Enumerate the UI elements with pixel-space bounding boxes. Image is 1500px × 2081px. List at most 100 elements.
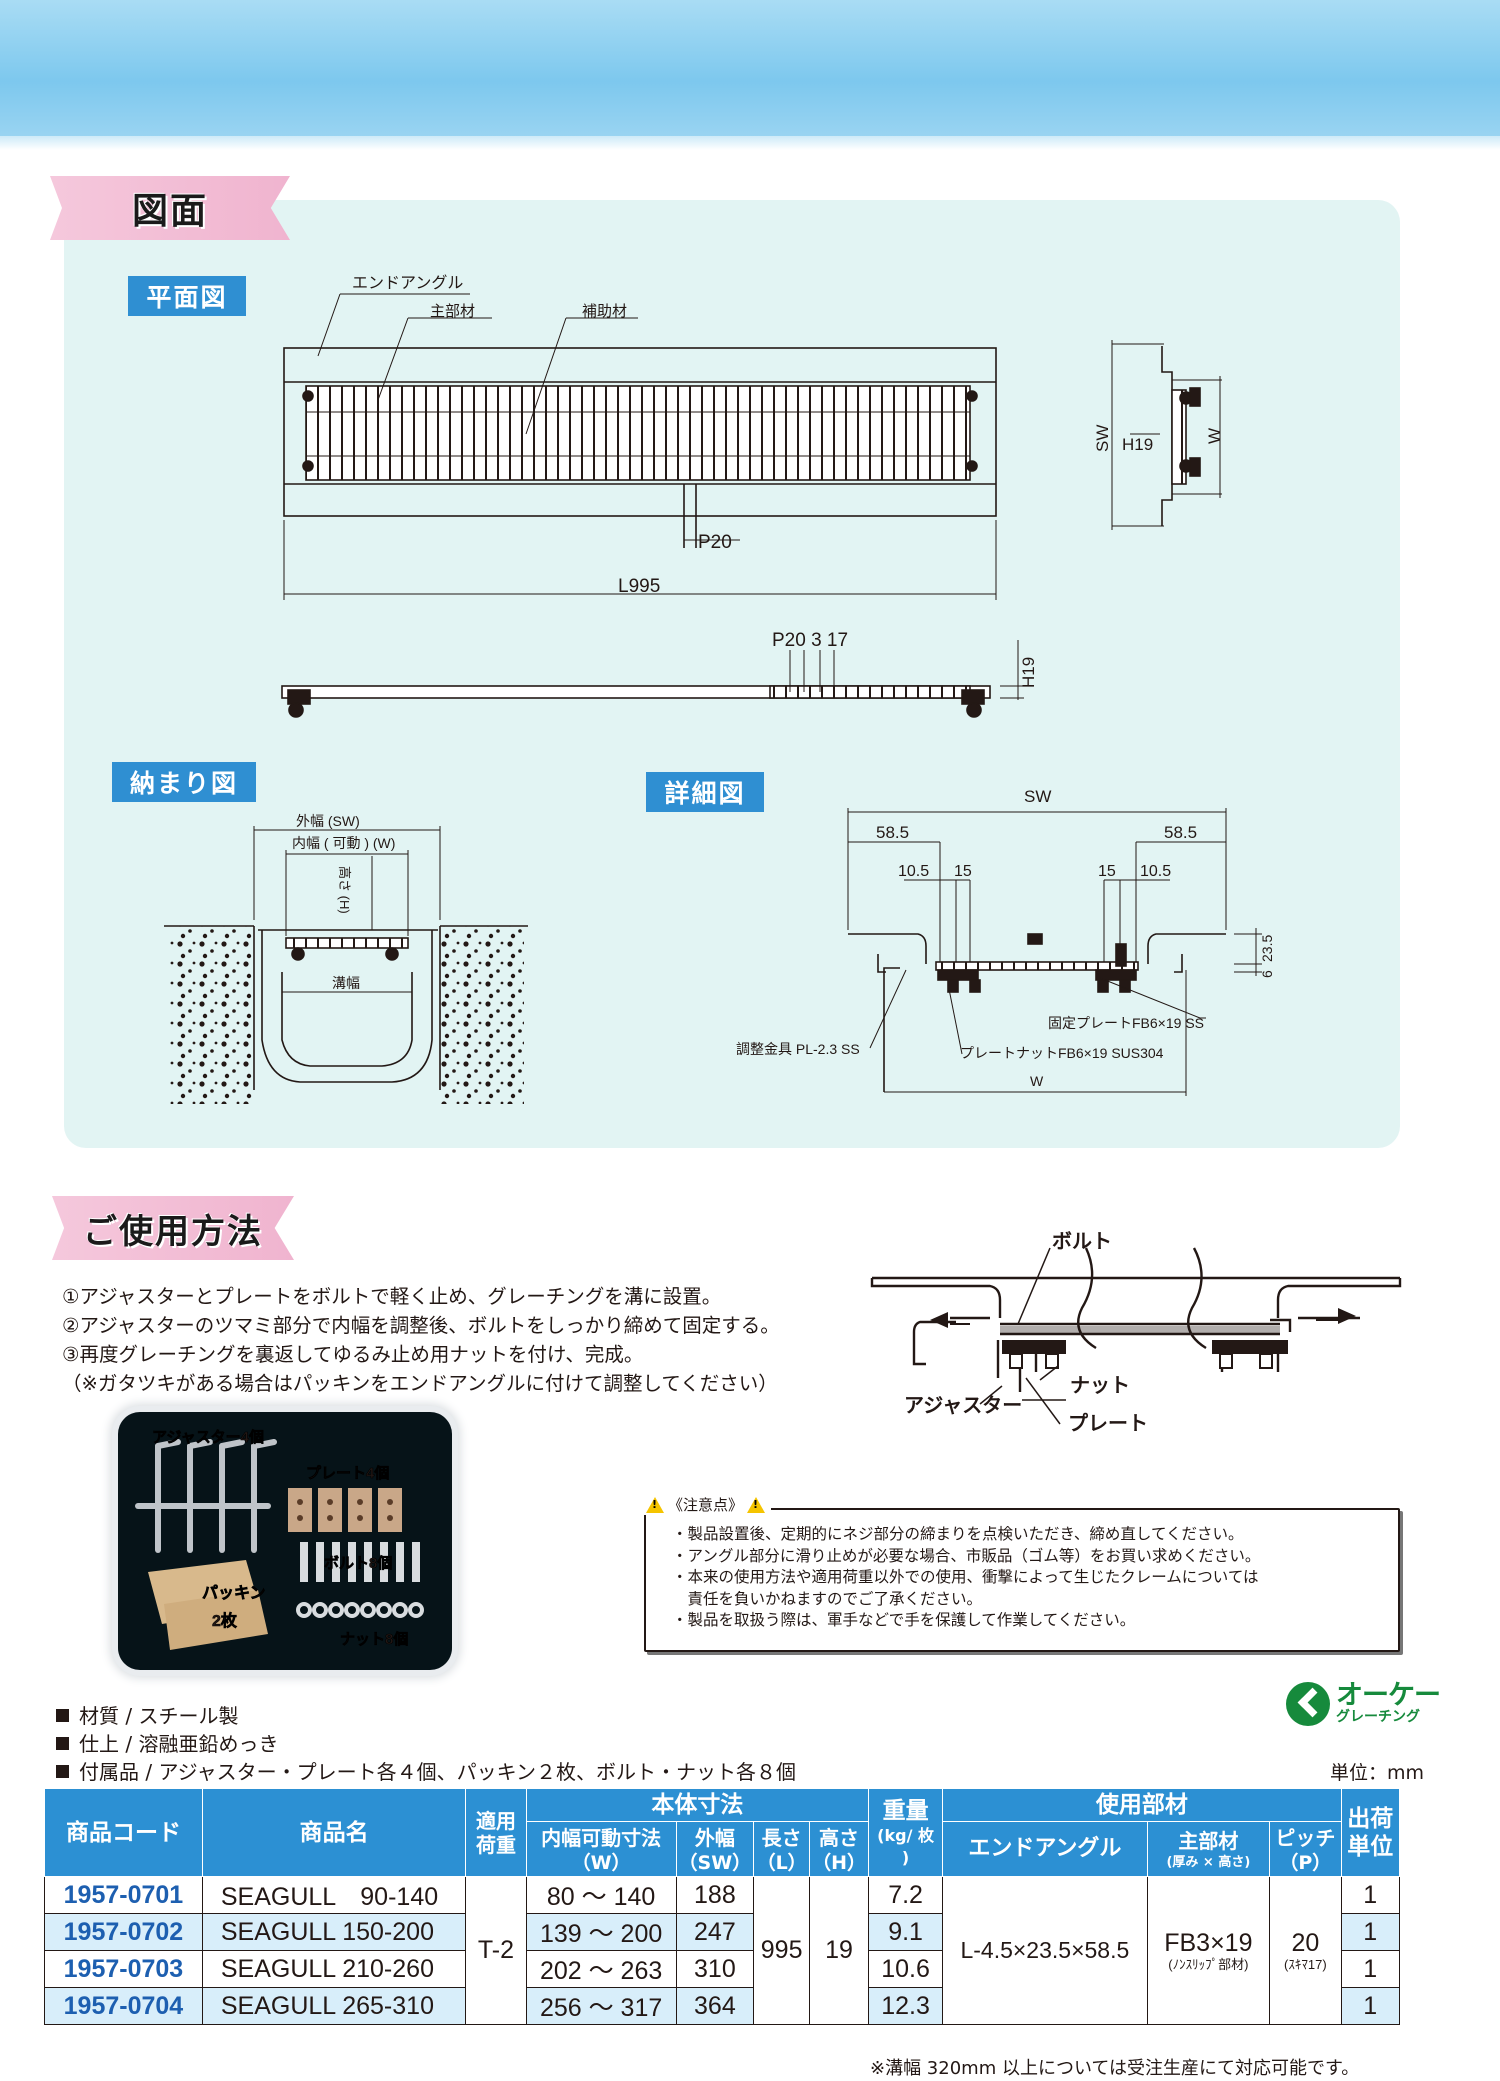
- detail-fixed-plate: 固定プレートFB6×19 SS: [1048, 1015, 1204, 1031]
- cell-length: 995: [753, 1876, 811, 2025]
- table-header-row: 商品コード 商品名 適用荷重 本体寸法 重量(kg/ 枚 ) 使用部材 出荷単位: [44, 1788, 1401, 1877]
- cell-inner: 80 ～ 140: [525, 1876, 677, 1914]
- th-inner: 内幅可動寸法（W）: [525, 1821, 677, 1877]
- photo-label-nut: ナット8個: [340, 1630, 408, 1648]
- bullet-square-icon: [56, 1709, 69, 1722]
- th-material: 使用部材: [942, 1788, 1342, 1822]
- bullet-square-icon: [56, 1737, 69, 1750]
- cell-name: SEAGULL 265-310: [201, 1987, 467, 2025]
- notice-item: 責任を負いかねますのでご了承ください。: [672, 1589, 983, 1608]
- label-outer-width: 外幅 (SW): [296, 813, 360, 829]
- tag-install-view: 納まり図: [112, 762, 256, 802]
- label-side-dims: P20 3 17: [772, 630, 848, 651]
- label-inner-width: 内幅 ( 可動 ) (W): [292, 835, 395, 851]
- cell-weight: 10.6: [867, 1950, 944, 1988]
- section-title-usage: ご使用方法: [83, 1211, 263, 1252]
- label-end-angle: エンドアングル: [352, 274, 463, 292]
- label-support: 補助材: [582, 303, 627, 320]
- label-pitch: P20: [698, 532, 732, 553]
- label-bolt: ボルト: [1052, 1230, 1112, 1253]
- cell-outer: 364: [675, 1987, 755, 2025]
- cell-ship: 1: [1340, 1913, 1401, 1951]
- spec-list: 材質 / スチール製 仕上 / 溶融亜鉛めっき 付属品 / アジャスター・プレー…: [56, 1702, 796, 1786]
- cell-inner: 256 ～ 317: [525, 1987, 677, 2025]
- th-load: 適用荷重: [465, 1788, 527, 1877]
- cell-ship: 1: [1340, 1950, 1401, 1988]
- photo-label-packing: パッキン: [202, 1584, 266, 1602]
- footnote: ※溝幅 320mm 以上については受注生産にて対応可能です。: [870, 2058, 1360, 2079]
- cell-code: 1957-0701: [44, 1876, 203, 1914]
- detail-plate-nut: プレートナットFB6×19 SUS304: [960, 1045, 1164, 1061]
- th-name: 商品名: [201, 1788, 467, 1877]
- section-ribbon-usage: ご使用方法: [52, 1196, 294, 1260]
- cell-name: SEAGULL 210-260: [201, 1950, 467, 1988]
- cross-section-drawing: [1111, 340, 1222, 530]
- technical-drawings: エンドアングル 主部材 補助材 P20 L995 SW H19 W: [164, 274, 1275, 1104]
- photo-label-adjuster: アジャスター4個: [152, 1428, 264, 1446]
- install-drawing: [164, 826, 528, 1104]
- notice-title: 《注意点》: [668, 1496, 744, 1514]
- notice-body: ・製品設置後、定期的にネジ部分の締まりを点検いただき、締め直してください。 ・ア…: [672, 1524, 1392, 1632]
- notice-item: ・製品設置後、定期的にネジ部分の締まりを点検いただき、締め直してください。: [672, 1525, 1244, 1543]
- th-weight: 重量(kg/ 枚 ): [867, 1788, 944, 1877]
- cell-weight: 12.3: [867, 1987, 944, 2025]
- cell-load: T-2: [465, 1876, 527, 2025]
- detail-d3: 10.5: [898, 863, 929, 880]
- cell-code: 1957-0704: [44, 1987, 203, 2025]
- accessory-photo-art: アジャスター4個 プレート4個 パッキン 2枚 ボルト8個 ナット8個: [135, 1428, 424, 1650]
- notice-item: ・製品を取扱う際は、軍手などで手を保護して作業してください。: [672, 1611, 1136, 1629]
- label-nut: ナット: [1070, 1375, 1130, 1397]
- notice-box: [644, 1508, 1400, 1652]
- cell-code: 1957-0703: [44, 1950, 203, 1988]
- cell-weight: 7.2: [867, 1876, 944, 1914]
- usage-step: ②アジャスターのツマミ部分で内幅を調整後、ボルトをしっかり締めて固定する。: [62, 1314, 780, 1337]
- side-elevation-drawing: [281, 640, 1024, 718]
- label-w-side: W: [1205, 428, 1224, 444]
- usage-steps: ①アジャスターとプレートをボルトで軽く止め、グレーチングを溝に設置。 ②アジャス…: [62, 1282, 882, 1398]
- cell-outer: 310: [675, 1950, 755, 1988]
- cell-ship: 1: [1340, 1987, 1401, 2025]
- cell-code: 1957-0702: [44, 1913, 203, 1951]
- cell-inner: 139 ～ 200: [525, 1913, 677, 1951]
- cell-inner: 202 ～ 263: [525, 1950, 677, 1988]
- th-body: 本体寸法: [525, 1788, 869, 1822]
- logo-text: オーケー: [1336, 1680, 1441, 1711]
- cell-name: SEAGULL 90-140: [201, 1876, 467, 1914]
- detail-d8: 6: [1259, 970, 1275, 978]
- drawing-panel: [64, 200, 1400, 1148]
- usage-step: （※ガタツキがある場合はパッキンをエンドアングルに付けて調整してください）: [62, 1372, 778, 1395]
- usage-step: ①アジャスターとプレートをボルトで軽く止め、グレーチングを溝に設置。: [62, 1285, 722, 1308]
- spec-item: 付属品 / アジャスター・プレート各４個、パッキン２枚、ボルト・ナット各８個: [56, 1758, 796, 1786]
- logo-subtext: グレーチング: [1336, 1709, 1420, 1725]
- label-height: 高さ (H): [337, 866, 352, 914]
- th-ship: 出荷単位: [1340, 1788, 1401, 1877]
- cell-weight: 9.1: [867, 1913, 944, 1951]
- spec-item: 仕上 / 溶融亜鉛めっき: [56, 1730, 796, 1758]
- usage-diagram: ボルト ナット アジャスター プレート: [870, 1230, 1402, 1435]
- brand-logo: オーケー グレーチング: [1286, 1680, 1441, 1726]
- label-trench: 溝幅: [332, 975, 360, 991]
- accessory-photo: アジャスター4個 プレート4個 パッキン 2枚 ボルト8個 ナット8個: [118, 1412, 452, 1670]
- th-end-angle: エンドアングル: [942, 1821, 1148, 1877]
- detail-adjuster: 調整金具 PL-2.3 SS: [736, 1041, 860, 1057]
- label-length: L995: [618, 576, 660, 597]
- th-outer: 外幅（SW）: [675, 1821, 755, 1877]
- photo-label-packing-count: 2枚: [212, 1611, 238, 1630]
- product-table: 商品コード 商品名 適用荷重 本体寸法 重量(kg/ 枚 ) 使用部材 出荷単位…: [44, 1788, 1401, 2025]
- notice-item: ・アングル部分に滑り止めが必要な場合、市販品（ゴム等）をお買い求めください。: [672, 1546, 1261, 1565]
- photo-label-bolt: ボルト8個: [324, 1554, 392, 1572]
- detail-d2: 58.5: [1164, 823, 1197, 842]
- notice-item: ・本来の使用方法や適用荷重以外での使用、衝撃によって生じたクレームについては: [672, 1568, 1259, 1586]
- notice-header: 《注意点》: [640, 1494, 772, 1515]
- cell-outer: 247: [675, 1913, 755, 1951]
- cell-main: FB3×19(ﾉﾝｽﾘｯﾌﾟ部材): [1146, 1876, 1271, 2025]
- cell-end-angle: L-4.5×23.5×58.5: [942, 1876, 1148, 2025]
- label-sw-side: SW: [1093, 425, 1112, 452]
- label-side-h19: H19: [1019, 657, 1038, 688]
- detail-d5: 15: [1098, 863, 1116, 880]
- label-plate: プレート: [1068, 1412, 1148, 1435]
- spec-text: 付属品 / アジャスター・プレート各４個、パッキン２枚、ボルト・ナット各８個: [79, 1760, 797, 1784]
- detail-d1: 58.5: [876, 823, 909, 842]
- cell-name: SEAGULL 150-200: [201, 1913, 467, 1951]
- warning-icon: [747, 1496, 766, 1513]
